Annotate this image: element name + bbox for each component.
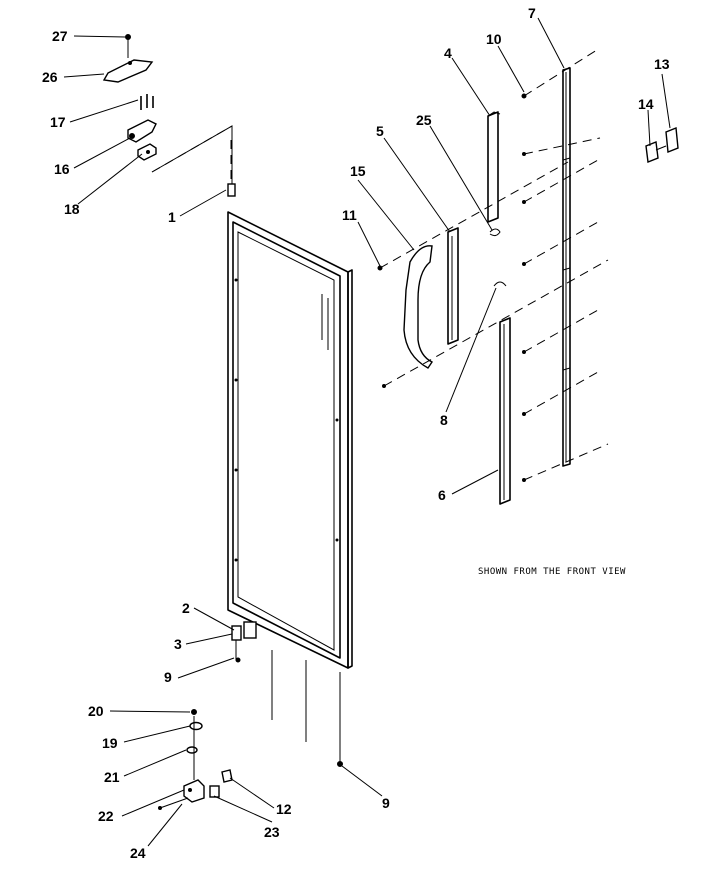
callout-4: 4 [444,45,452,61]
top-hinge-assembly [102,34,236,197]
callout-1: 1 [168,209,176,225]
callout-23: 23 [264,824,280,840]
callout-leaders [63,17,671,847]
callout-2: 2 [182,600,190,616]
callout-27: 27 [52,28,68,44]
callout-24: 24 [130,845,146,861]
callout-20: 20 [88,703,104,719]
callout-19: 19 [102,735,118,751]
callout-21: 21 [104,769,120,785]
callout-9-left: 9 [164,669,172,685]
callout-3: 3 [174,636,182,652]
callout-18: 18 [64,201,80,217]
bottom-hinge-assembly [158,621,343,810]
callout-25: 25 [416,112,432,128]
callout-7: 7 [528,5,536,21]
callout-11: 11 [342,207,357,223]
callout-14: 14 [638,96,654,112]
callout-8: 8 [440,412,448,428]
callout-12: 12 [276,801,292,817]
callout-10: 10 [486,31,502,47]
callout-5: 5 [376,123,384,139]
callout-26: 26 [42,69,58,85]
view-note: SHOWN FROM THE FRONT VIEW [478,567,626,577]
door-panel [227,211,353,669]
callout-16: 16 [54,161,70,177]
bracket-parts [645,127,679,163]
callout-6: 6 [438,487,446,503]
callout-9-right: 9 [382,795,390,811]
callout-17: 17 [50,114,66,130]
callout-13: 13 [654,56,670,72]
callout-15: 15 [350,163,366,179]
handle-assembly [377,47,609,505]
callout-22: 22 [98,808,114,824]
